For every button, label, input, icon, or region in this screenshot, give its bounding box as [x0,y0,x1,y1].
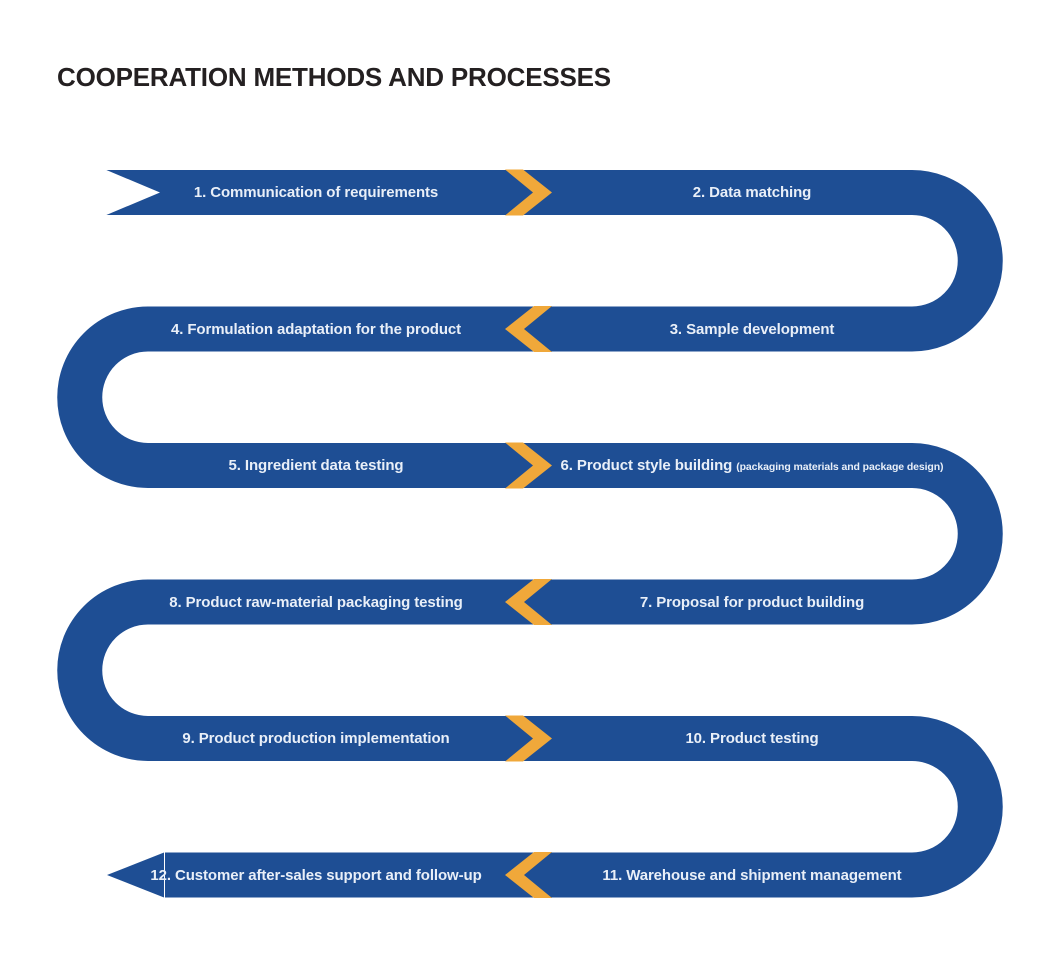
step-label-5: 5. Ingredient data testing [96,444,536,488]
step-label-2: 2. Data matching [556,171,948,215]
step-label-10: 10. Product testing [556,717,948,761]
step-label-3: 3. Sample development [556,307,948,351]
step-label-8: 8. Product raw-material packaging testin… [96,580,536,624]
step-label-text: 12. Customer after-sales support and fol… [150,866,482,884]
step-label-text: 4. Formulation adaptation for the produc… [170,320,462,338]
chevron-right-icon [505,715,552,762]
flow-end-arrowhead [107,852,164,898]
step-label-note: (packaging materials and package design) [736,460,944,473]
chevron-left-icon [505,306,552,352]
step-label-text: 11. Warehouse and shipment management [602,866,902,884]
flow-band-path [57,170,1003,898]
step-label-text: 7. Proposal for product building [639,593,865,611]
step-label-text: 5. Ingredient data testing [228,457,404,474]
chevron-left-icon [505,579,552,625]
step-label-text: 1. Communication of requirements [193,184,439,201]
flow-start-notch [104,169,160,216]
step-label-1: 1. Communication of requirements [96,171,536,215]
step-label-text: 10. Product testing [685,730,819,747]
step-label-9: 9. Product production implementation [96,717,536,761]
step-label-text: 3. Sample development [669,320,835,338]
chevron-right-icon [505,169,552,216]
step-label-6: 6. Product style building (packaging mat… [556,444,948,488]
chevron-left-icon [505,852,552,898]
step-label-text: 2. Data matching [692,184,812,201]
step-label-text: 6. Product style building [560,457,733,474]
page-title: COOPERATION METHODS AND PROCESSES [57,62,611,92]
step-label-12: 12. Customer after-sales support and fol… [96,853,536,897]
chevron-right-icon [505,442,552,489]
step-label-11: 11. Warehouse and shipment management [556,853,948,897]
step-label-text: 9. Product production implementation [182,730,450,747]
step-label-text: 8. Product raw-material packaging testin… [169,593,463,611]
step-label-4: 4. Formulation adaptation for the produc… [96,307,536,351]
step-label-7: 7. Proposal for product building [556,580,948,624]
